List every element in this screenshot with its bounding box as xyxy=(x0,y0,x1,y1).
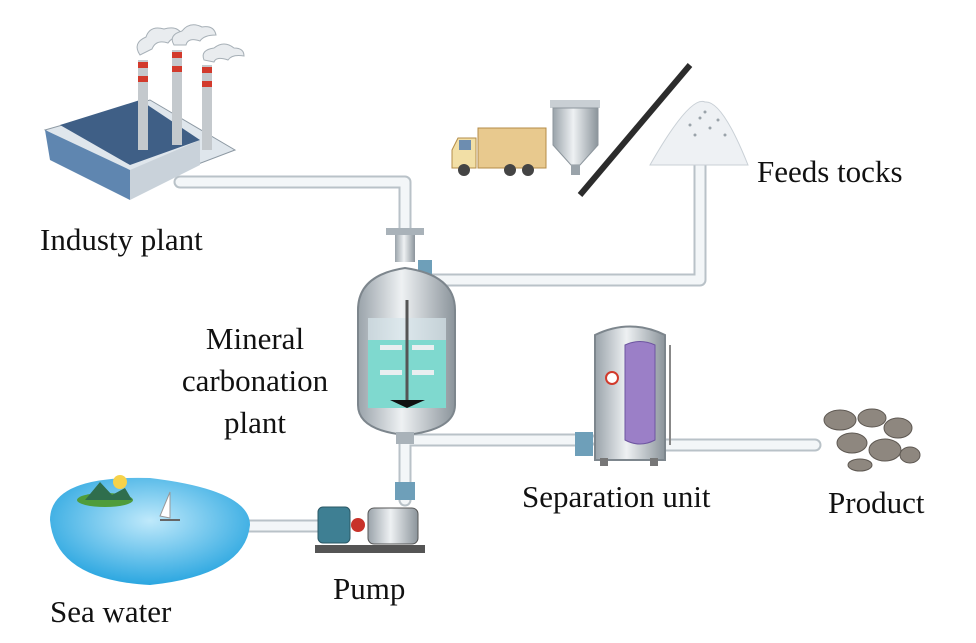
pipes xyxy=(173,158,822,533)
label-line: Mineral xyxy=(205,321,305,356)
pump-label: Pump xyxy=(333,571,406,606)
sea-water-label: Sea water xyxy=(50,594,172,629)
reactor-icon xyxy=(357,228,456,444)
industry-plant-label: Industy plant xyxy=(40,222,203,257)
pump-icon xyxy=(315,482,425,553)
separation-unit-label: Separation unit xyxy=(522,479,711,514)
truck-icon xyxy=(451,127,547,176)
conveyor-icon xyxy=(577,63,693,197)
label-line: carbonation xyxy=(181,363,329,398)
separation-unit-icon xyxy=(575,325,671,466)
hopper-icon xyxy=(550,100,600,175)
label-line: plant xyxy=(224,405,286,440)
sea-water-icon xyxy=(50,475,250,585)
industry-plant-icon xyxy=(43,24,245,200)
mineral-carbonation-plant-label: Mineral carbonation plant xyxy=(160,318,350,444)
feedstocks-label: Feeds tocks xyxy=(757,154,903,189)
feedstock-pile-icon xyxy=(649,100,749,166)
product-label: Product xyxy=(828,485,925,520)
product-rocks-icon xyxy=(823,408,921,472)
